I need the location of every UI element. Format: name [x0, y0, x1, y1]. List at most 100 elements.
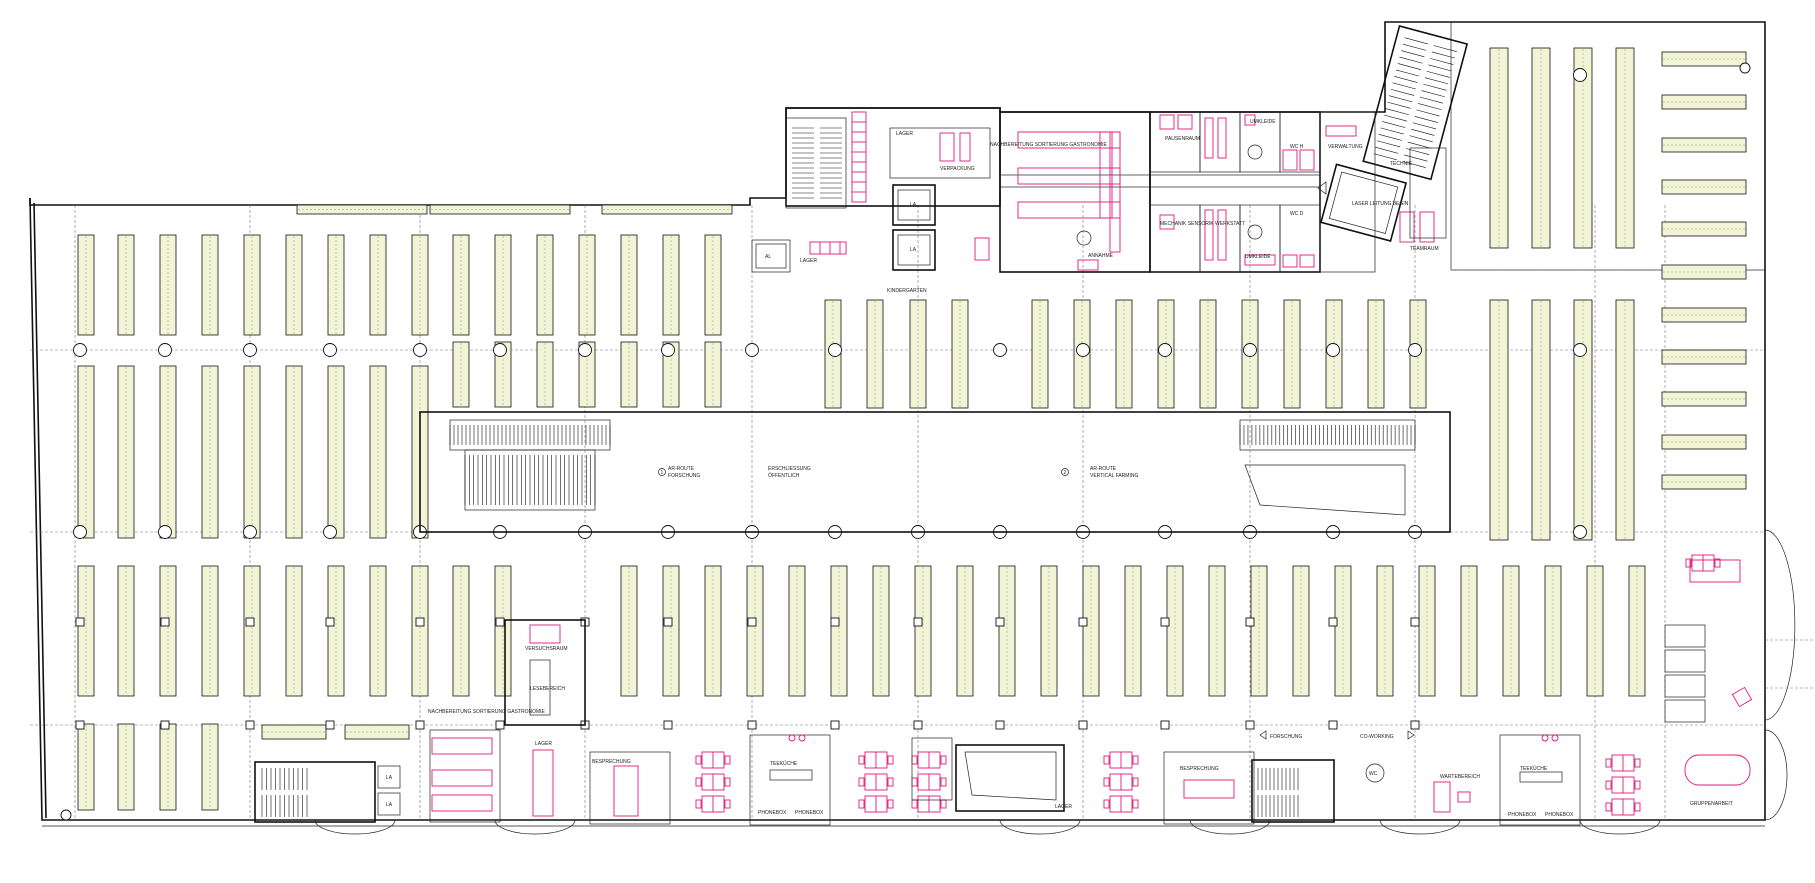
label-coworking: CO-WORKING: [1360, 734, 1394, 740]
bay-arc-1: [494, 819, 576, 835]
label-al: AL: [765, 254, 771, 260]
route-left-number: 1: [661, 470, 664, 476]
label-lager-small: LAGER: [800, 258, 817, 264]
shelf-right-top-3: [1615, 47, 1635, 249]
bay-right-2: [1764, 729, 1788, 821]
label-wc-h: WC H: [1290, 144, 1304, 150]
stair-rot-step-8: [1419, 96, 1444, 104]
label-kindergarten: KINDERGARTEN: [887, 288, 927, 294]
cluster-a3-chairL-1: [911, 777, 918, 787]
label-wc-d: WC D: [1290, 211, 1304, 217]
pillar-4: [415, 617, 425, 627]
shelving-rows: [77, 47, 1747, 811]
column-0-1: [158, 343, 172, 357]
column-corner: [1739, 62, 1751, 74]
stair-rot-step-14: [1409, 135, 1433, 143]
column-0-6: [578, 343, 592, 357]
label-wartebereich: WARTEBEREICH: [1440, 774, 1480, 780]
pillar-b-5: [495, 720, 505, 730]
stair-rot-step-12: [1383, 114, 1408, 122]
shelf-midshort-1: [494, 341, 512, 408]
cluster-b1-chairR-1: [1634, 780, 1641, 790]
stair-rot-step-12: [1412, 122, 1437, 130]
pillar-8: [747, 617, 757, 627]
pillar-b-15: [1328, 720, 1338, 730]
stair-rot-step-18: [1402, 161, 1426, 168]
cluster-a3-chairR-2: [940, 799, 947, 809]
pillar-11: [995, 617, 1005, 627]
lounge-chair-1: [798, 734, 806, 742]
column-right-0: [1573, 68, 1587, 82]
pillar-b-9: [830, 720, 840, 730]
stair-rot-step-13: [1382, 121, 1406, 128]
stair-rot-step-4: [1426, 70, 1450, 78]
stair-rot-step-1: [1402, 43, 1427, 51]
cluster-a2-chairL-1: [858, 777, 865, 787]
column-0-9: [828, 343, 842, 357]
stair-rot-step-9: [1418, 103, 1442, 110]
label-phonebox-left: PHONEBOX: [758, 810, 787, 816]
stair-rot-step-15: [1378, 134, 1403, 141]
stair-rot-step-9: [1389, 95, 1413, 103]
pillar-b-12: [1078, 720, 1088, 730]
stair-rot-step-7: [1421, 90, 1445, 98]
column-1-3: [323, 525, 337, 539]
shelf-midshort-3: [578, 341, 596, 408]
column-0-13: [1158, 343, 1172, 357]
label-annahme: ANNAHME: [1088, 253, 1114, 259]
stair-rot-step-2: [1430, 58, 1454, 65]
column-0-14: [1243, 343, 1257, 357]
shelf-right-top-1: [1531, 47, 1551, 249]
cluster-a3-chairL-2: [911, 799, 918, 809]
column-right-1: [1573, 343, 1587, 357]
bay-arc-3: [1189, 819, 1271, 835]
bay-arc-0: [314, 819, 396, 835]
pillar-12: [1078, 617, 1088, 627]
label-la-bottom-1: LA: [386, 775, 393, 781]
label-besprechung-left: BESPRECHUNG: [592, 759, 631, 765]
pillar-b-4: [415, 720, 425, 730]
cluster-a4-chairL-0: [1103, 755, 1110, 765]
pillar-b-3: [325, 720, 335, 730]
route-mid-sublabel: ÖFFENTLICH: [768, 472, 800, 479]
pillar-9: [830, 617, 840, 627]
stair-rot-step-13: [1411, 128, 1435, 136]
route-left-sublabel: FORSCHUNG: [668, 473, 700, 479]
label-la-2: LA: [910, 247, 917, 253]
label-umkleide-bottom: UMKLEIDE: [1245, 254, 1271, 260]
shelf-right-low-3: [1615, 299, 1635, 541]
cluster-a4-chairL-1: [1103, 777, 1110, 787]
column-1-1: [158, 525, 172, 539]
stair-rot-step-11: [1414, 116, 1438, 123]
label-phonebox-right-2: PHONEBOX: [1545, 812, 1574, 818]
top-service-core: [751, 25, 1469, 273]
stair-rot-step-17: [1404, 154, 1428, 162]
label-teekueche-right: TEEKÜCHE: [1520, 765, 1548, 772]
cluster-a2-chairR-2: [887, 799, 894, 809]
bay-right-1: [1764, 529, 1796, 721]
label-lager-top: LAGER: [896, 131, 913, 137]
cluster-b1-chairR-2: [1634, 802, 1641, 812]
label-umkleide-top: UMKLEIDE: [1250, 119, 1276, 125]
column-right-2: [1573, 525, 1587, 539]
label-versuchsraum: VERSUCHSRAUM: [525, 646, 568, 652]
label-lesebereich: LESEBEREICH: [530, 686, 565, 692]
stair-rot-step-5: [1424, 77, 1449, 85]
label-nachbereitung-top: NACHBEREITUNG SORTIERUNG GASTRONOMIE: [990, 142, 1108, 148]
cluster-a3-chairR-1: [940, 777, 947, 787]
pillar-3: [325, 617, 335, 627]
label-la-1: LA: [910, 202, 917, 208]
label-forschung: FORSCHUNG: [1270, 734, 1302, 740]
stair-rot-step-0: [1433, 45, 1457, 52]
cluster-a4-chairR-0: [1132, 755, 1139, 765]
cluster-b1-chairL-0: [1605, 758, 1612, 768]
bottom-rooms: LA LA NACHBEREITUNG SORTIERUNG GASTRONOM…: [254, 554, 1753, 826]
cluster-b1-chairL-2: [1605, 802, 1612, 812]
route-right-label: AR-ROUTE: [1090, 466, 1117, 472]
column-0-0: [73, 343, 87, 357]
cluster-b2-chairR-0: [1714, 558, 1721, 568]
stair-rot-step-17: [1375, 146, 1399, 154]
cluster-a1-chairL-0: [695, 755, 702, 765]
lounge-chair-3: [1551, 734, 1559, 742]
shelf-midshort-0: [452, 341, 470, 408]
